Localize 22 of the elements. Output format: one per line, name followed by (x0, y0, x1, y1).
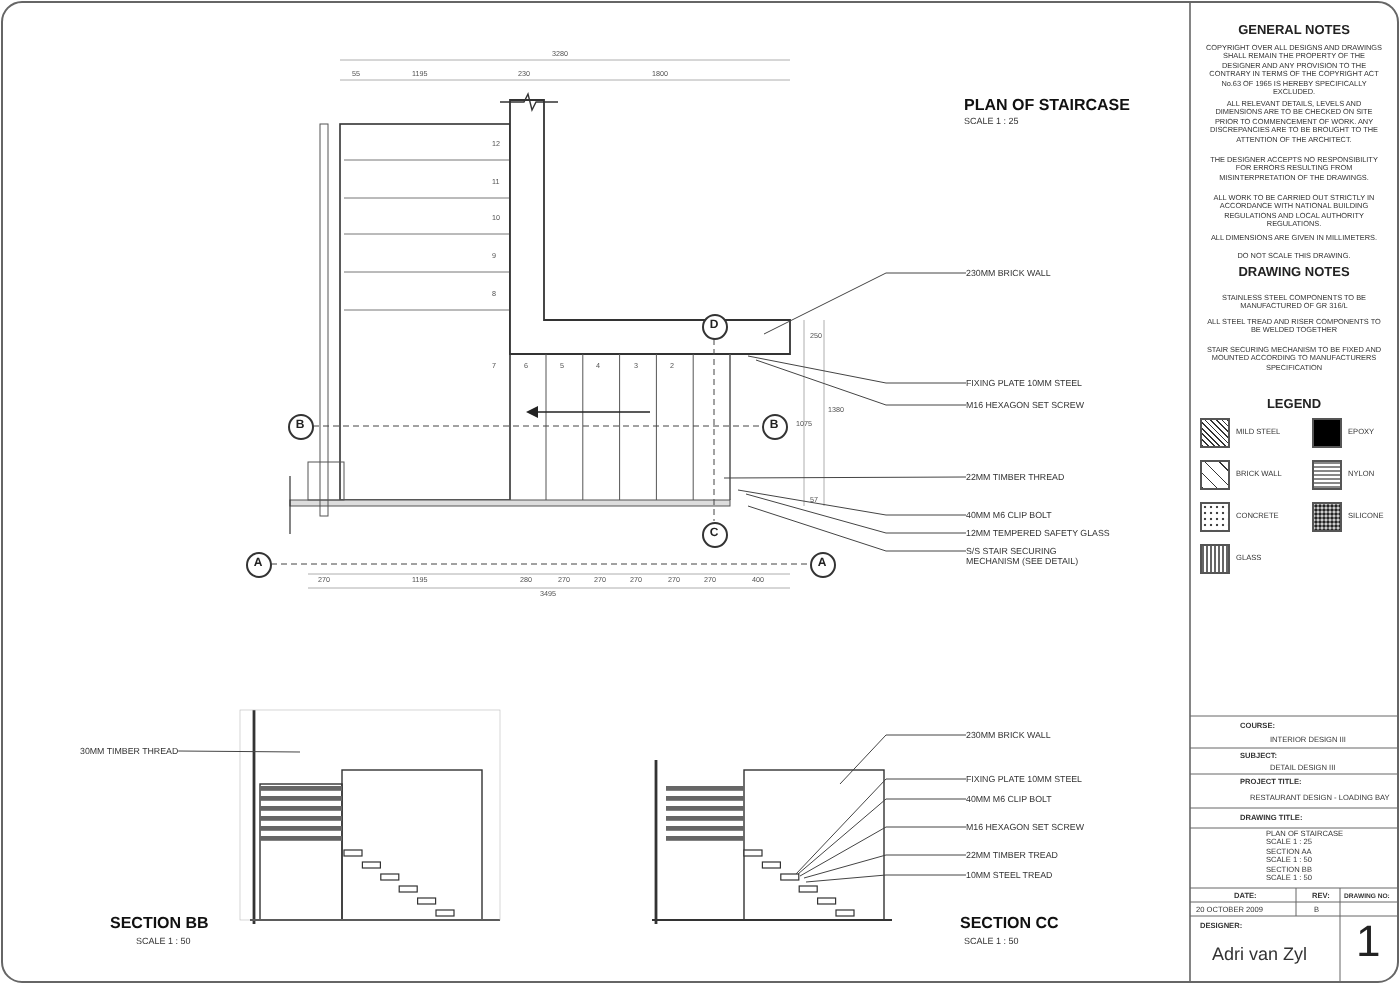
leader-line (723, 476, 967, 479)
section-title: SECTION BB (110, 914, 209, 932)
leader-line (747, 355, 967, 384)
designer-name: Adri van Zyl (1212, 944, 1308, 964)
leader-line (797, 798, 967, 875)
leader-line (805, 874, 967, 883)
leader-line (799, 826, 967, 877)
leader-line (755, 359, 967, 406)
section-title: SECTION CC (960, 914, 1059, 932)
leader-line (747, 505, 967, 552)
leader-line (803, 854, 967, 879)
section-line (312, 425, 762, 427)
section-line (270, 563, 810, 565)
leader-line (795, 778, 967, 875)
section-title: PLAN OF STAIRCASE (964, 96, 1130, 114)
drawing-number: 1 (1356, 916, 1381, 968)
leader-line (745, 493, 967, 534)
leader-line (763, 272, 967, 335)
leader-line (177, 750, 301, 753)
leader-line (737, 489, 967, 516)
section-line (713, 338, 715, 522)
leader-line (839, 734, 967, 785)
